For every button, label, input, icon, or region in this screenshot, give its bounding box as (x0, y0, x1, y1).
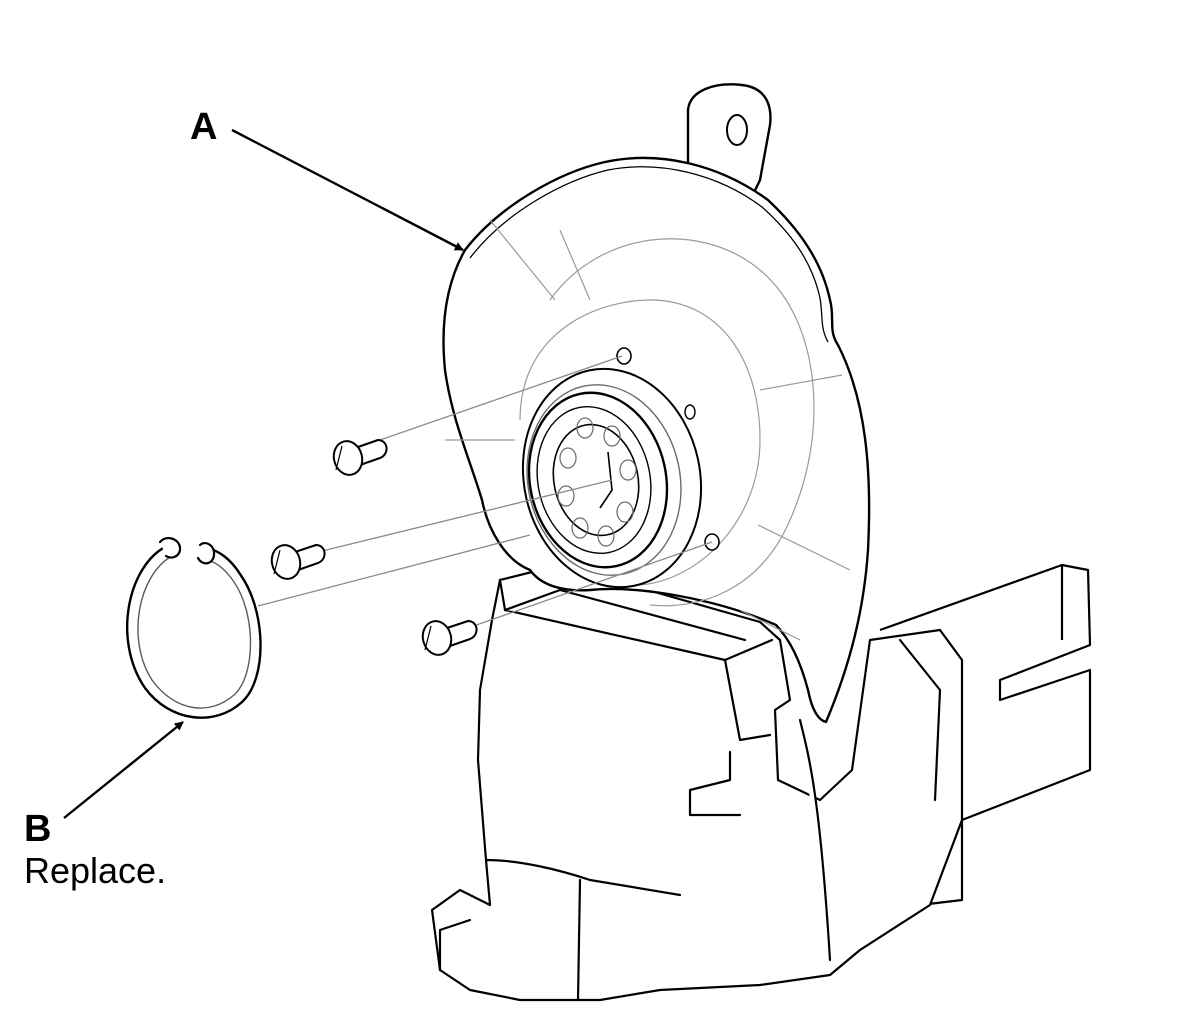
flange-bolt (332, 439, 388, 476)
callout-b-leader (63, 721, 184, 819)
callout-a-label: A (190, 106, 218, 148)
flange-bolt (421, 620, 478, 656)
tab-hole (726, 114, 748, 146)
shield-bolt-hole (684, 404, 696, 420)
flange-bolts (270, 439, 478, 656)
hub-bearing (521, 367, 703, 589)
steering-knuckle (430, 563, 964, 1002)
alignment-lines (257, 355, 713, 629)
shield-bolt-hole (616, 347, 632, 365)
snap-ring (126, 537, 262, 719)
callout-b-label: B (24, 808, 52, 850)
leader-arrows (63, 128, 464, 819)
callout-a-leader (231, 128, 464, 252)
flange-bolt (270, 544, 326, 580)
callout-b-note: Replace. (24, 850, 167, 891)
